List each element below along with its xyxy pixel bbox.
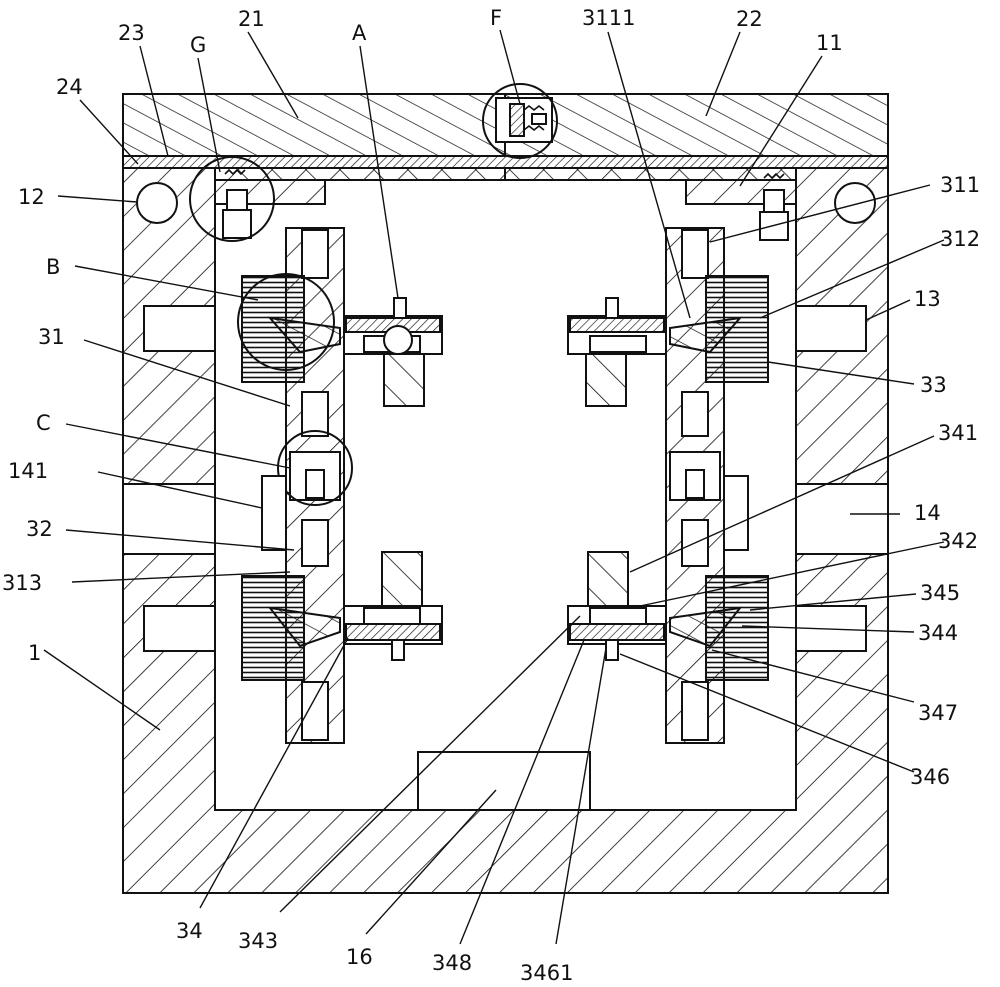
- label-3461: 3461: [520, 961, 573, 985]
- right-side-block: [723, 475, 749, 551]
- label-a: A: [352, 21, 367, 45]
- label-34: 34: [176, 919, 203, 943]
- inner-rib-left: [214, 167, 506, 181]
- label-347: 347: [918, 701, 958, 725]
- label-346: 346: [910, 765, 950, 789]
- label-12: 12: [18, 185, 45, 209]
- detail-circle-b: [237, 273, 335, 371]
- left-lower-guide-slot: [143, 605, 216, 652]
- lower-weight-left: [381, 551, 423, 607]
- label-31: 31: [38, 325, 65, 349]
- left-guide-column-31: [237, 227, 443, 744]
- latch-g-pin: [226, 189, 248, 211]
- label-345: 345: [920, 581, 960, 605]
- label-313: 313: [2, 571, 42, 595]
- label-311: 311: [940, 173, 980, 197]
- detail-circle-g: [189, 156, 275, 242]
- label-33: 33: [920, 373, 947, 397]
- lid-assembly: [122, 83, 889, 242]
- bottom-block-16: [417, 751, 591, 811]
- label-348: 348: [432, 951, 472, 975]
- label-312: 312: [940, 227, 980, 251]
- side-block-141: [261, 475, 287, 551]
- reference-labels: 23 21 G A F 3111 22 11 24 12 311 312 B 1…: [2, 6, 980, 985]
- label-f: F: [490, 6, 502, 30]
- detail-circle-c: [277, 430, 353, 506]
- upper-weight-right: [585, 353, 627, 407]
- right-roller: [834, 182, 876, 224]
- label-22: 22: [736, 7, 763, 31]
- label-342: 342: [938, 529, 978, 553]
- label-g: G: [190, 33, 206, 57]
- upper-weight-left: [383, 353, 425, 407]
- label-344: 344: [918, 621, 958, 645]
- label-11: 11: [816, 31, 843, 55]
- left-roller-12: [136, 182, 178, 224]
- label-3111: 3111: [582, 6, 635, 30]
- right-guide-slot-13: [795, 305, 867, 352]
- detail-circle-f: [482, 83, 558, 159]
- lid-plate-22: [504, 93, 889, 157]
- label-16: 16: [346, 945, 373, 969]
- label-14: 14: [914, 501, 941, 525]
- label-343: 343: [238, 929, 278, 953]
- right-channel-14: [795, 483, 889, 555]
- label-141: 141: [8, 459, 48, 483]
- label-24: 24: [56, 75, 83, 99]
- lid-plate-21: [122, 93, 506, 157]
- left-guide-slot: [143, 305, 216, 352]
- label-23: 23: [118, 21, 145, 45]
- right-latch-pin: [763, 189, 785, 213]
- label-1: 1: [28, 641, 41, 665]
- label-21: 21: [238, 7, 265, 31]
- leader-lines: [43, 29, 945, 945]
- label-13: 13: [914, 287, 941, 311]
- housing-body-1: [122, 167, 889, 894]
- label-341: 341: [938, 421, 978, 445]
- label-32: 32: [26, 517, 53, 541]
- label-c: C: [36, 411, 51, 435]
- right-guide-column-311: [567, 227, 769, 744]
- label-b: B: [46, 255, 60, 279]
- lower-weight-341: [587, 551, 629, 607]
